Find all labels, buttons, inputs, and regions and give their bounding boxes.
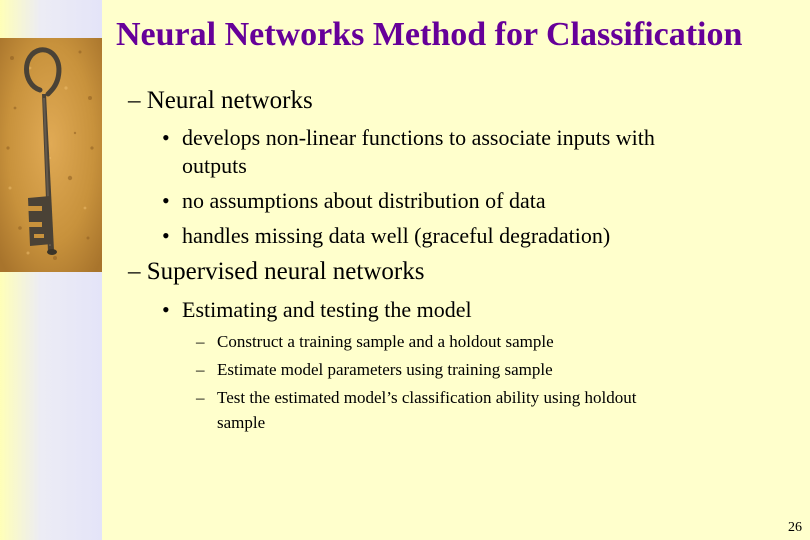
sub-bullet-text: handles missing data well (graceful degr… — [182, 223, 611, 248]
sub-sub-bullet-text-line-2: sample — [217, 413, 266, 432]
antique-key-photo — [0, 38, 102, 272]
sub-bullet-text-line-2: outputs — [182, 153, 247, 178]
bullet-supervised-neural-networks: – Supervised neural networks — [128, 257, 424, 287]
bullet-dot: • — [162, 223, 170, 248]
dash-marker: – — [196, 332, 205, 351]
sub-sub-bullet-text: Estimate model parameters using training… — [217, 360, 553, 379]
bullet-neural-networks: – Neural networks — [128, 86, 313, 116]
bullet-dot: • — [162, 125, 170, 150]
slide-title: Neural Networks Method for Classificatio… — [116, 16, 743, 53]
bullet-text: Neural networks — [146, 87, 313, 114]
sub-bullet-text: Estimating and testing the model — [182, 297, 472, 322]
sub-bullet-text: no assumptions about distribution of dat… — [182, 188, 546, 213]
dash-marker: – — [196, 360, 205, 379]
bullet-text: Supervised neural networks — [146, 258, 425, 285]
bullet-dot: • — [162, 297, 170, 322]
page-number: 26 — [788, 520, 802, 535]
dash-marker: – — [128, 258, 141, 285]
dash-marker: – — [196, 388, 205, 407]
bullet-dot: • — [162, 188, 170, 213]
dash-marker: – — [128, 87, 141, 114]
key-image — [0, 38, 102, 272]
sub-bullet-text-line-1: develops non-linear functions to associa… — [182, 125, 655, 150]
sub-sub-bullet-text-line-1: Test the estimated model’s classificatio… — [217, 388, 637, 407]
sub-sub-bullet-text: Construct a training sample and a holdou… — [217, 332, 554, 351]
